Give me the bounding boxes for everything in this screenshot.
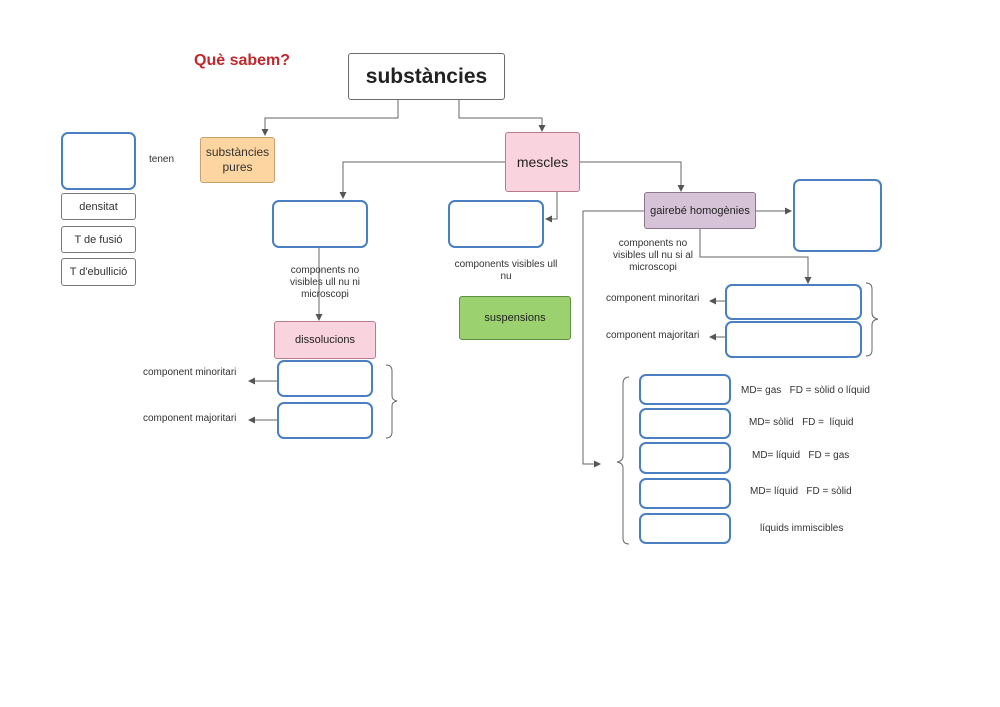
suspensions-node: suspensions bbox=[459, 296, 571, 340]
page-title: Què sabem? bbox=[194, 52, 291, 69]
type-4-label: MD= líquid FD = sòlid bbox=[750, 486, 852, 497]
tenen-label: tenen bbox=[149, 154, 175, 165]
dissolucions-caption: components no visibles ull nu ni microsc… bbox=[289, 265, 361, 300]
dissolucions-major-label: component majoritari bbox=[143, 413, 237, 424]
blank-box-properties[interactable] bbox=[61, 132, 136, 190]
blank-box-type-5[interactable] bbox=[639, 513, 731, 544]
type-3-label: MD= líquid FD = gas bbox=[752, 450, 850, 461]
property-t-ebullicio: T d'ebullició bbox=[61, 258, 136, 286]
blank-box-col-loides[interactable] bbox=[793, 179, 882, 252]
property-densitat: densitat bbox=[61, 193, 136, 220]
blank-box-gairebe-minor[interactable] bbox=[725, 284, 862, 320]
blank-box-dissolucions-minor[interactable] bbox=[277, 360, 373, 397]
suspensions-caption: components visibles ull nu bbox=[454, 259, 558, 282]
blank-box-type-1[interactable] bbox=[639, 374, 731, 405]
type-1-label: MD= gas FD = sòlid o líquid bbox=[741, 385, 870, 396]
blank-box-type-2[interactable] bbox=[639, 408, 731, 439]
mescles-node: mescles bbox=[505, 132, 580, 192]
dissolucions-node: dissolucions bbox=[274, 321, 376, 359]
blank-box-type-3[interactable] bbox=[639, 442, 731, 474]
blank-box-mescla-homogenia[interactable] bbox=[272, 200, 368, 248]
type-5-label: líquids immiscibles bbox=[760, 523, 844, 534]
property-t-fusio: T de fusió bbox=[61, 226, 136, 253]
gairebe-caption: components no visibles ull nu si al micr… bbox=[612, 238, 694, 273]
blank-box-dissolucions-major[interactable] bbox=[277, 402, 373, 439]
type-2-label: MD= sòlid FD = líquid bbox=[749, 417, 854, 428]
dissolucions-minor-label: component minoritari bbox=[143, 367, 237, 378]
gairebe-homogenies-node: gairebé homogènies bbox=[644, 192, 756, 229]
gairebe-minor-label: component minoritari bbox=[606, 293, 700, 304]
root-node: substàncies bbox=[348, 53, 505, 100]
blank-box-type-4[interactable] bbox=[639, 478, 731, 509]
blank-box-gairebe-major[interactable] bbox=[725, 321, 862, 358]
pures-node: substàncies pures bbox=[200, 137, 275, 183]
gairebe-major-label: component majoritari bbox=[606, 330, 700, 341]
blank-box-mescla-heterogenia[interactable] bbox=[448, 200, 544, 248]
